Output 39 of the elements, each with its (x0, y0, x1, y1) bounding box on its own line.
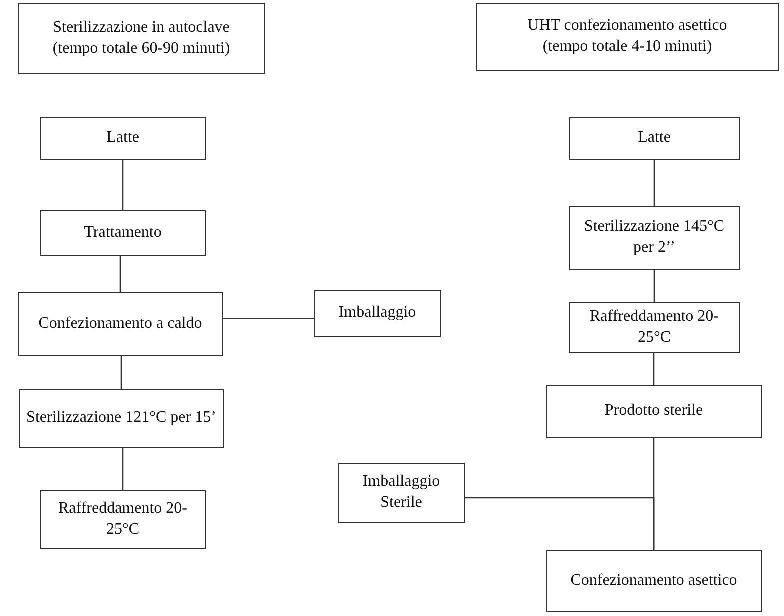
process-box (546, 550, 762, 612)
process-box (40, 210, 206, 256)
title-box (476, 3, 779, 71)
box-text: Confezionamento a caldo (38, 314, 202, 334)
box-text: Trattamento (84, 222, 162, 243)
box-text: Raffreddamento 20-25°C (589, 306, 720, 348)
process-box (338, 463, 465, 523)
process-box (569, 302, 740, 353)
box-text: UHT confezionamento asettico (528, 16, 728, 36)
process-box (569, 206, 740, 270)
connector-line (122, 160, 124, 210)
box-text: Imballaggio Sterile (362, 472, 442, 513)
box-text: Sterilizzazione in autoclave (53, 18, 230, 38)
process-box (569, 117, 740, 160)
connector-line (120, 356, 122, 389)
connector-line (122, 448, 124, 490)
connector-line (223, 318, 314, 320)
box-text: Imballaggio (338, 303, 416, 324)
connector-line (653, 353, 655, 385)
process-box (546, 385, 762, 438)
process-box (40, 490, 206, 549)
box-text: Latte (106, 128, 140, 148)
box-text: Raffreddamento 20-25°C (58, 498, 188, 540)
box-text: Prodotto sterile (604, 401, 704, 422)
box-text: Confezionamento asettico (570, 570, 738, 591)
connector-line (465, 497, 655, 550)
connector-line (654, 270, 656, 302)
process-box (40, 117, 206, 160)
connector-line (120, 256, 122, 292)
box-text: Sterilizzazione 145°C per 2’’ (583, 217, 726, 258)
box-text: (tempo totale 60-90 minuti) (52, 38, 230, 58)
connector-line (654, 160, 656, 206)
title-box (18, 3, 265, 74)
box-text: Sterilizzazione 121°C per 15’ (26, 408, 216, 428)
process-box (19, 389, 224, 448)
process-box (314, 290, 441, 337)
box-text: Latte (638, 128, 671, 148)
box-text: (tempo totale 4-10 minuti) (542, 37, 712, 57)
process-box (18, 292, 223, 356)
